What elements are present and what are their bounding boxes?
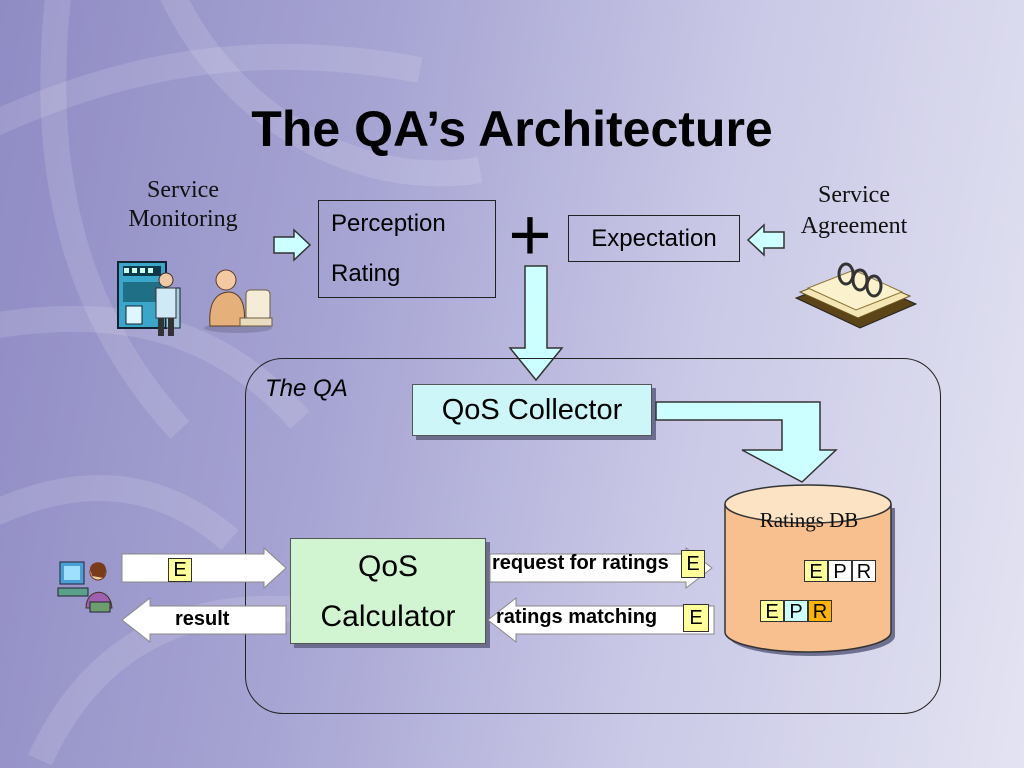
db-row2-e: E [760,600,784,623]
perception-text: Perception [331,210,446,237]
ratings-matching-label: ratings matching [496,606,658,628]
calculator-line2: Calculator [320,600,456,633]
monitoring-arrow [273,228,312,262]
service-agreement-line2: Agreement [800,213,908,239]
service-agreement-label: Service Agreement [786,180,922,242]
qa-label: The QA [265,375,348,402]
service-monitoring-line2: Monitoring [128,206,238,232]
db-row2-p: P [784,600,808,623]
agreement-book-icon [794,262,918,329]
agreement-arrow [746,223,785,257]
matching-arrow [487,596,715,644]
plus-sign: + [508,193,552,276]
qa-container [245,358,941,714]
input-arrow [121,546,287,590]
service-monitoring-line1: Service [147,177,219,203]
result-label: result [175,608,230,630]
service-agreement-line1: Service [818,182,890,208]
request-e-tag: E [681,550,705,578]
expectation-box: Expectation [568,215,740,262]
user-computer-icon [57,561,113,613]
request-for-ratings-label: request for ratings [492,552,669,574]
db-row1-e: E [804,560,828,583]
qos-calculator-box: QoS Calculator [290,538,486,644]
input-e-tag: E [168,558,192,582]
collector-to-db-arrow [655,401,838,483]
service-monitoring-label: Service Monitoring [108,176,258,234]
ratings-db-label: Ratings DB [759,508,859,532]
result-arrow [121,596,287,644]
db-row2-r: R [808,600,832,623]
page-title: The QA’s Architecture [251,101,773,157]
matching-e-tag: E [683,604,709,632]
db-row1-r: R [852,560,876,583]
calculator-line1: QoS [357,550,419,583]
rating-text: Rating [331,260,401,287]
db-row1-p: P [828,560,852,583]
input-down-arrow [508,265,564,382]
technician-icon [155,272,177,336]
worker-computer-icon [204,269,273,333]
perception-rating-box: Perception Rating [318,200,496,298]
qos-collector-box: QoS Collector [412,384,652,436]
